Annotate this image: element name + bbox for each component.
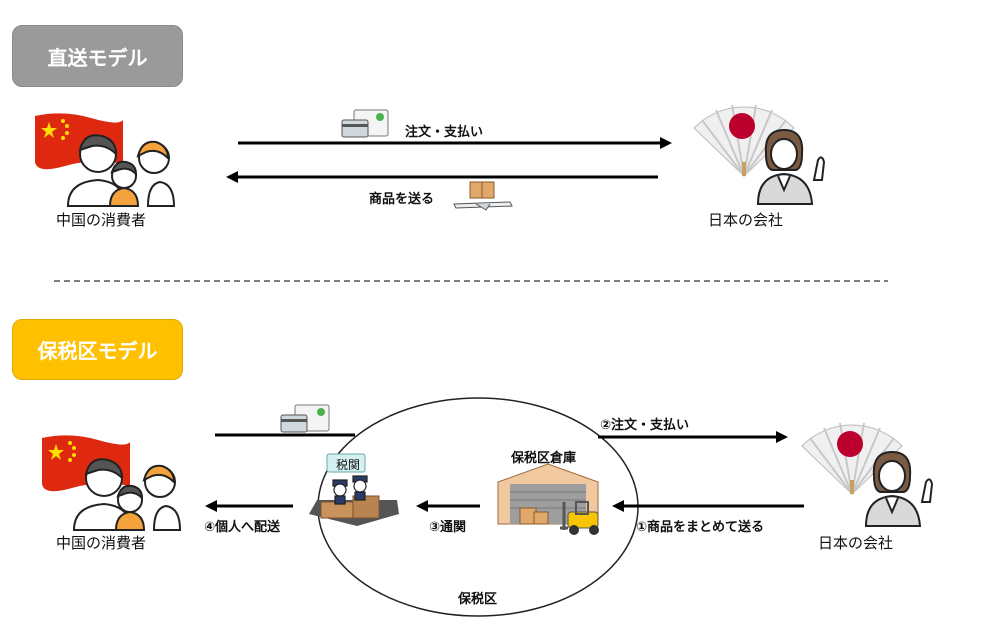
customs-sign: 税関 xyxy=(336,458,361,472)
step4-arrow xyxy=(205,500,293,512)
warehouse-icon xyxy=(497,463,599,525)
direct-model-badge: 直送モデル xyxy=(12,25,183,87)
direct-ship-arrow xyxy=(226,171,658,183)
bonded-model-title: 保税区モデル xyxy=(37,339,158,363)
family-icon xyxy=(72,458,182,531)
businesswoman-icon xyxy=(756,128,826,205)
direct-ship-label: 商品を送る xyxy=(369,192,435,207)
package-plane-icon xyxy=(453,181,513,211)
bonded-order-arrow xyxy=(598,431,788,443)
step1-arrow xyxy=(612,500,804,512)
bonded-zone-label: 保税区 xyxy=(458,592,498,607)
direct-order-arrow xyxy=(238,137,672,149)
credit-card-icon xyxy=(341,109,389,138)
bonded-consumer-label: 中国の消費者 xyxy=(56,534,147,552)
separator-line xyxy=(54,280,888,282)
businesswoman-icon xyxy=(864,450,934,527)
forklift-icon xyxy=(560,501,599,535)
warehouse-label: 保税区倉庫 xyxy=(511,451,577,466)
step4-label: ④個人へ配送 xyxy=(204,520,281,535)
step2-label: ②注文・支払い xyxy=(600,418,690,433)
japan-fan-icon xyxy=(693,104,795,177)
step1-label: ①商品をまとめて送る xyxy=(636,520,765,535)
direct-company-label: 日本の会社 xyxy=(708,211,784,229)
direct-order-label: 注文・支払い xyxy=(405,125,484,140)
japan-fan-icon xyxy=(801,422,903,495)
credit-card-icon xyxy=(280,404,330,433)
bonded-company-label: 日本の会社 xyxy=(818,534,894,552)
step3-label: ③通関 xyxy=(429,520,467,535)
step3-arrow xyxy=(416,500,480,512)
direct-model-title: 直送モデル xyxy=(47,45,148,70)
family-icon xyxy=(66,134,176,207)
customs-officers-icon xyxy=(309,453,399,526)
bonded-model-badge: 保税区モデル xyxy=(12,319,183,380)
direct-consumer-label: 中国の消費者 xyxy=(56,211,147,229)
bonded-order-line-left xyxy=(215,433,355,437)
